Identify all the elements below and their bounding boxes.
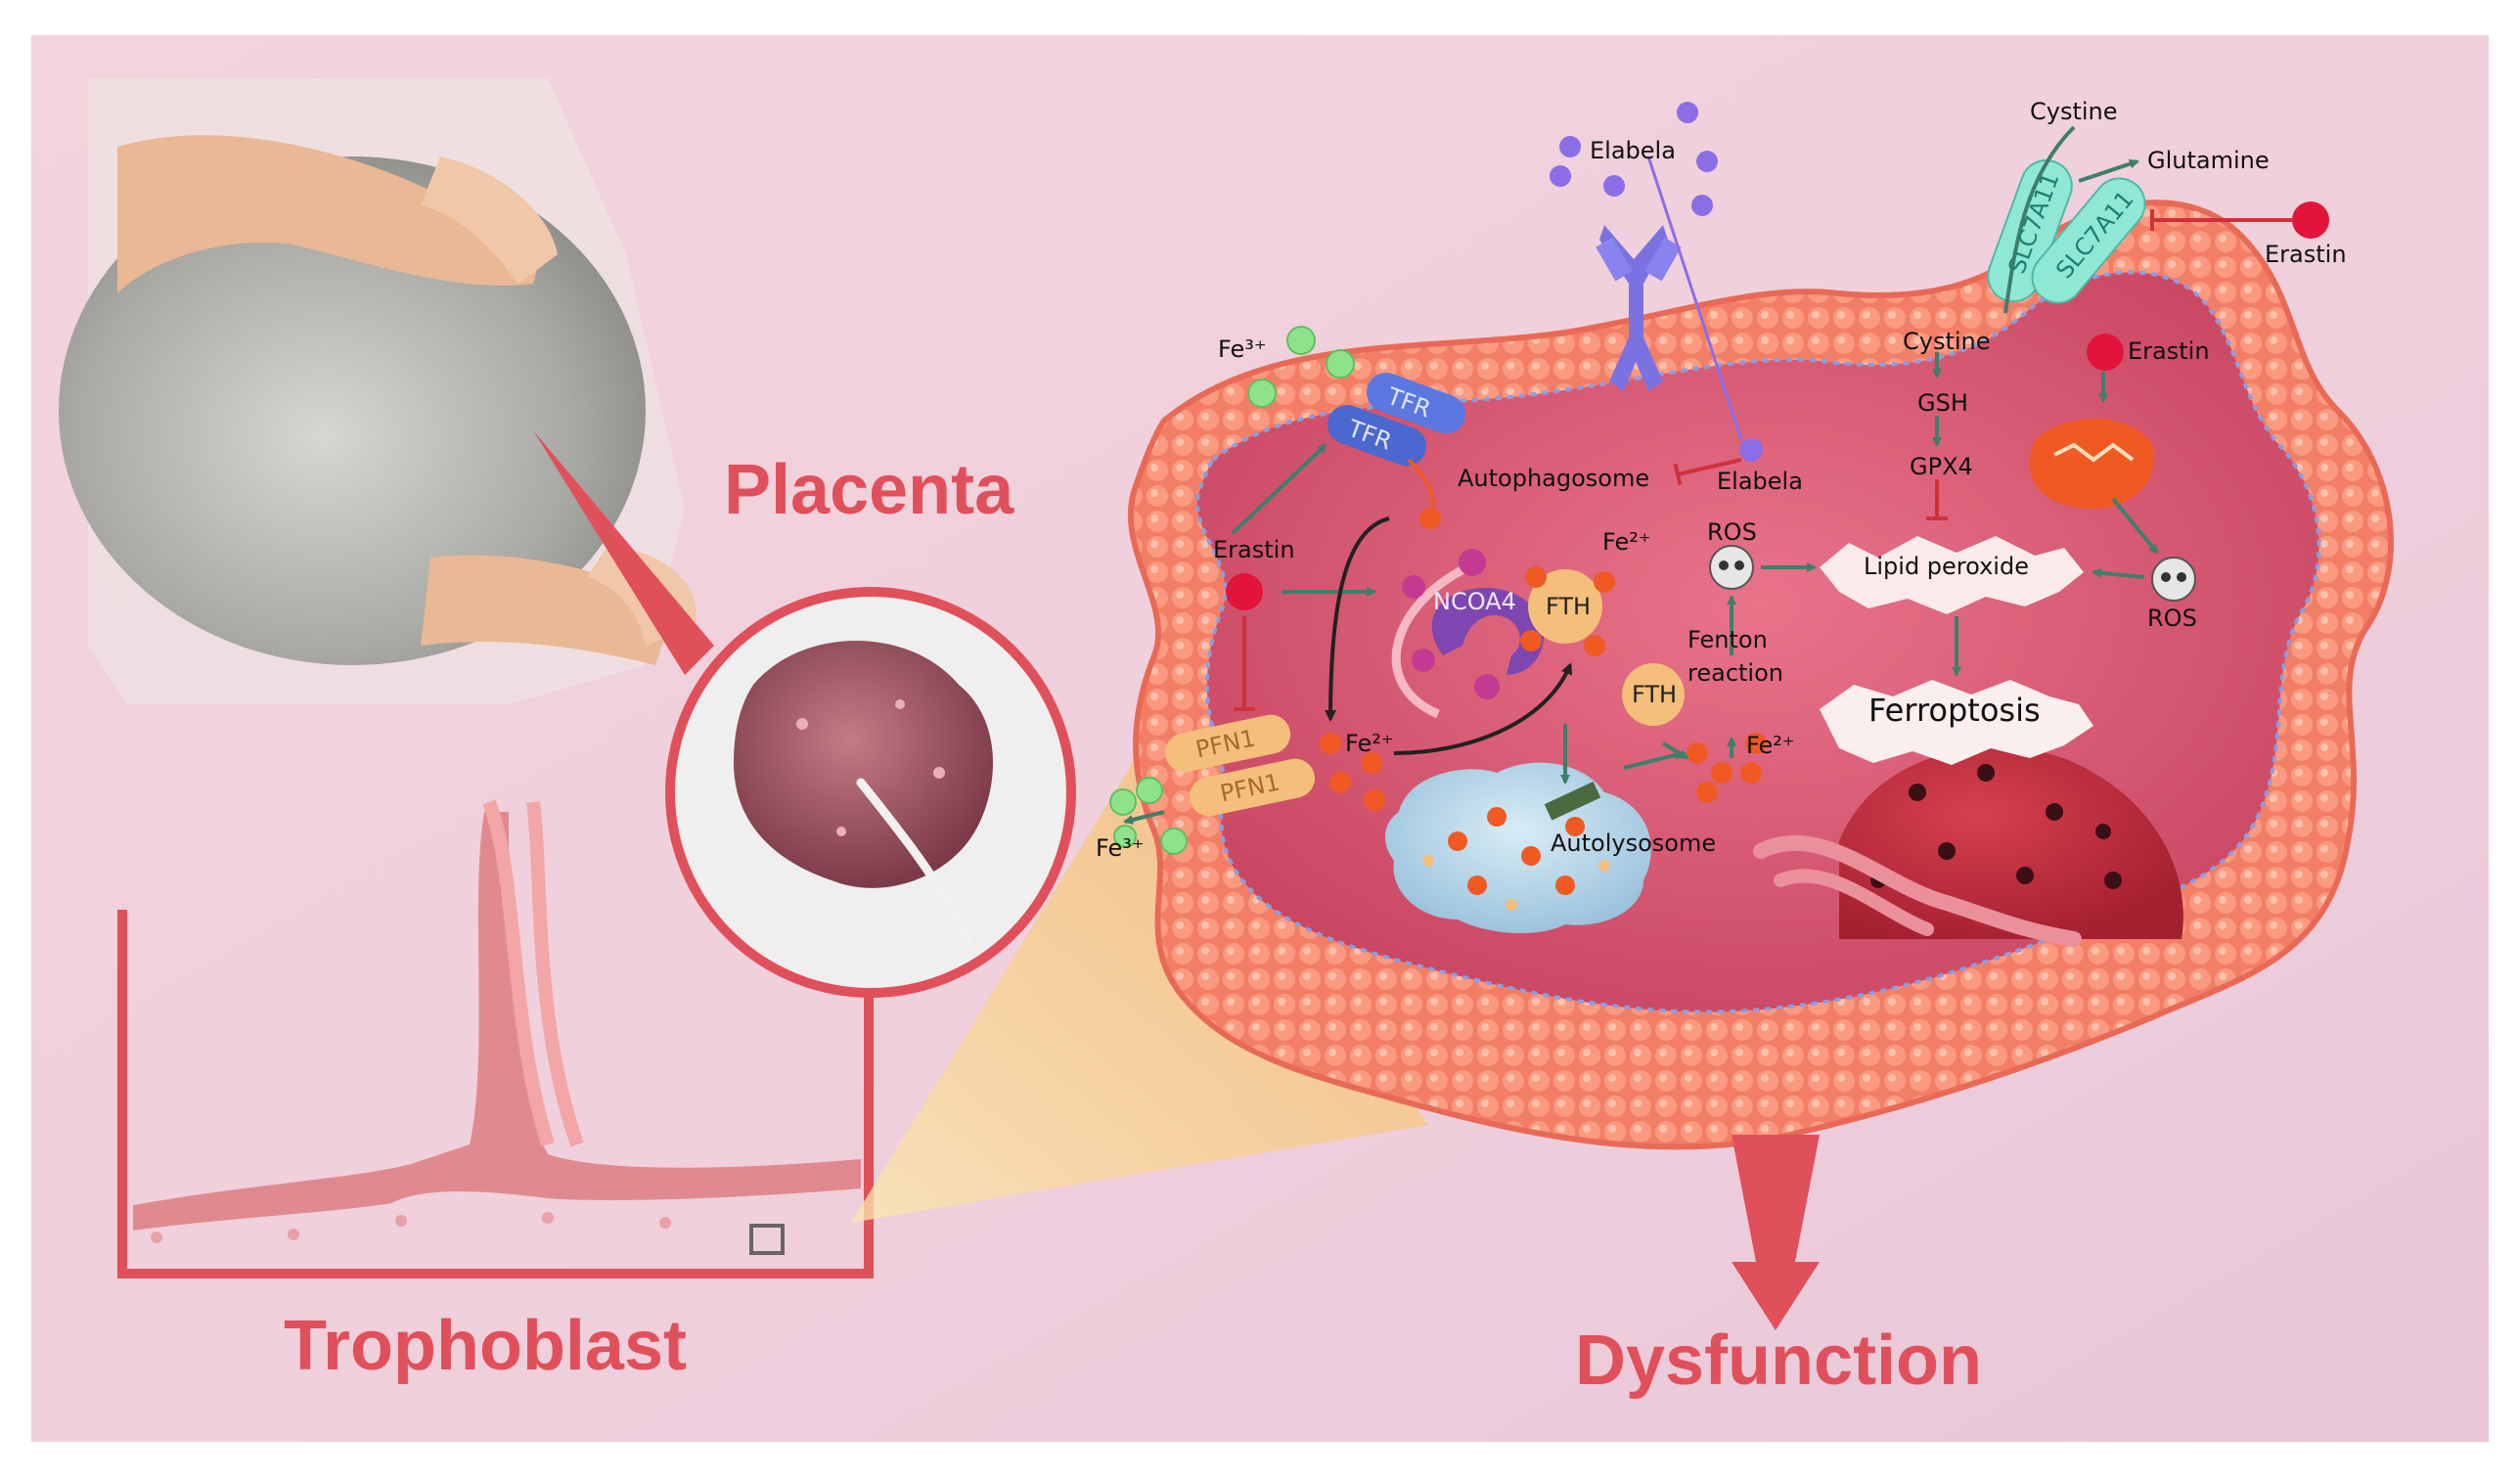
placenta-inset <box>665 587 1076 998</box>
ros-label-left: ROS <box>1707 518 1757 546</box>
fe3-label-top: Fe³⁺ <box>1218 336 1267 363</box>
cystine-label-top: Cystine <box>2030 98 2118 125</box>
endoplasmic-reticulum <box>1753 834 2082 947</box>
ros-skull-icon-left <box>1709 545 1754 590</box>
autophagosome-membrane <box>1391 562 1470 719</box>
elabela-receptor <box>1550 102 1763 462</box>
erastin-label-mito: Erastin <box>2128 337 2210 365</box>
reaction-label: reaction <box>1688 659 1783 687</box>
fe2-label-mid: Fe²⁺ <box>1602 528 1651 556</box>
autophagosome-label: Autophagosome <box>1458 465 1649 492</box>
ncoa4-protein <box>1402 549 1545 699</box>
ros-skull-icon-right <box>2151 557 2196 602</box>
tfr-receptor <box>1327 373 1466 515</box>
dysfunction-heading: Dysfunction <box>1575 1322 1982 1400</box>
pregnant-belly-illustration <box>59 78 697 704</box>
ferroptosis-burst <box>1820 680 2093 765</box>
erastin-molecule-left <box>1226 573 1263 610</box>
autolysosome <box>1384 762 1651 934</box>
pfn1-transporter <box>1164 714 1316 817</box>
mitochondrion <box>2029 419 2154 509</box>
ferroptosis-label: Ferroptosis <box>1868 692 2041 729</box>
lipid-peroxide-burst <box>1820 536 2084 614</box>
fth-label-small: FTH <box>1632 681 1677 708</box>
fth-label-big: FTH <box>1546 593 1591 620</box>
erastin-label-left: Erastin <box>1213 536 1295 563</box>
inhibition-lines <box>1234 209 2294 711</box>
diagram-labels: Fe³⁺ Fe³⁺ Erastin Fe²⁺ Fe²⁺ Fe²⁺ Autopha… <box>1096 98 2347 862</box>
placenta-pointer <box>533 430 714 675</box>
lipid-peroxide-label: Lipid peroxide <box>1864 553 2029 580</box>
gsh-label: GSH <box>1917 389 1968 417</box>
fe2-label-right: Fe²⁺ <box>1746 732 1795 759</box>
fth-large-complex <box>1528 569 1602 644</box>
zoom-beam <box>851 743 1428 1223</box>
fth-small-complex <box>1622 663 1685 726</box>
pathway-arrows <box>1123 125 2159 825</box>
slc7a11-transporter <box>1987 158 2146 304</box>
fe3-label-bottom: Fe³⁺ <box>1096 834 1145 862</box>
ncoa4-label: NCOA4 <box>1433 588 1516 615</box>
erastin-molecule-top <box>2292 202 2329 239</box>
trophoblast-heading: Trophoblast <box>284 1307 687 1385</box>
ros-label-right: ROS <box>2147 605 2197 632</box>
elabela-label-bottom: Elabela <box>1717 468 1803 495</box>
placenta-heading: Placenta <box>724 451 1014 529</box>
fenton-label: Fenton <box>1688 626 1768 653</box>
elabela-label-top: Elabela <box>1590 137 1676 164</box>
erastin-molecule-mito <box>2087 334 2124 371</box>
glutamine-label: Glutamine <box>2147 147 2270 174</box>
fe2-label-left: Fe²⁺ <box>1345 730 1394 757</box>
autolysosome-label: Autolysosome <box>1551 830 1716 857</box>
trophoblast-inset <box>117 799 874 1278</box>
cystine-label-inner: Cystine <box>1903 328 1991 355</box>
erastin-label-top: Erastin <box>2265 241 2347 268</box>
black-arrows <box>1325 516 1573 755</box>
dysfunction-arrow <box>1732 1135 1820 1330</box>
gpx4-label: GPX4 <box>1910 453 1973 480</box>
